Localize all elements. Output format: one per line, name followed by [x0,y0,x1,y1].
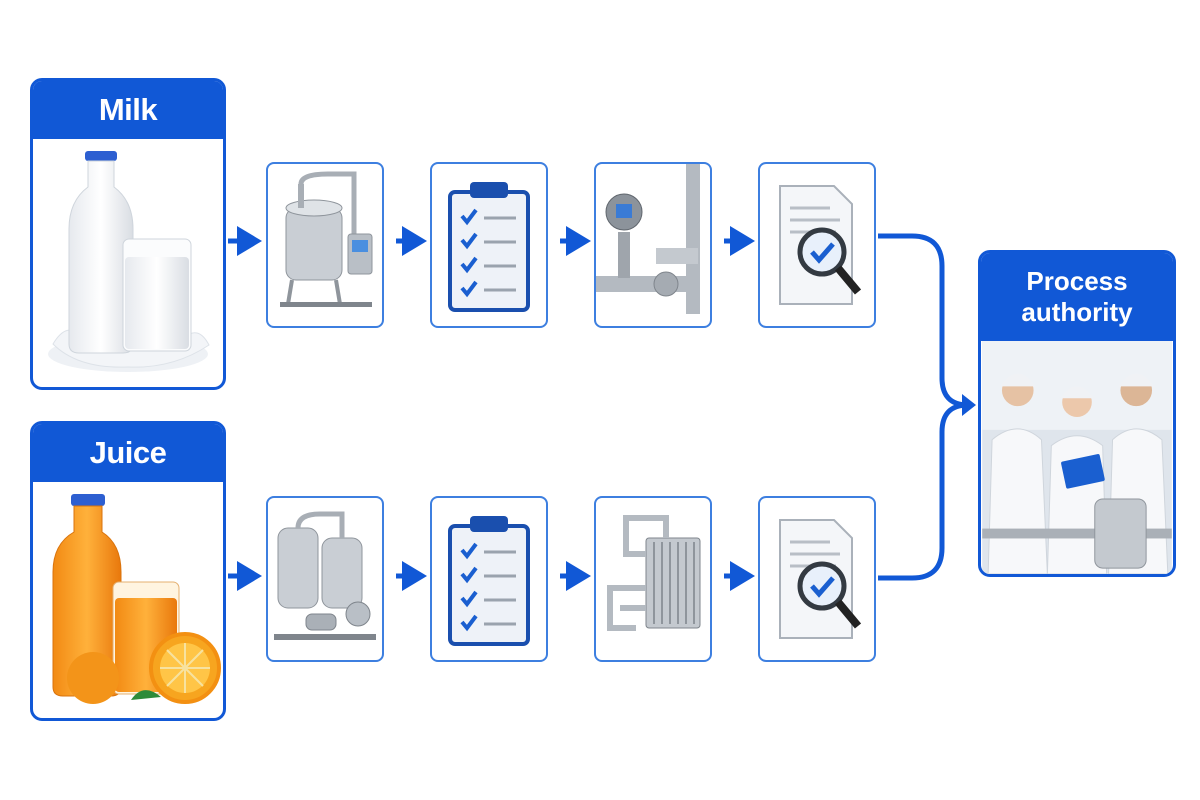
plate-heat-exchanger-icon [607,515,701,631]
inspectors-team-image [981,341,1173,574]
document-inspection-icon [779,185,862,305]
pipe-flow-meter-icon [596,164,700,314]
orange-juice-bottle-image [33,482,223,718]
milk-document-inspection-step [758,162,876,328]
juice-checklist-step [430,496,548,662]
checklist-icon [448,182,530,312]
juice-twin-tank-step [266,496,384,662]
juice-document-inspection-step [758,496,876,662]
juice-label: Juice [33,424,223,482]
process-authority-title-line2: authority [1021,297,1133,327]
document-inspection-icon [779,519,862,639]
milk-bottle-glass-image [33,139,223,387]
twin-tank-system-icon [274,511,376,640]
milk-to-authority-connector [878,233,969,408]
process-authority-title: Process authority [981,253,1173,341]
juice-source-card: Juice [30,421,226,721]
process-authority-title-line1: Process [1026,266,1128,296]
juice-heat-exchanger-step [594,496,712,662]
juice-to-authority-connector [878,402,969,581]
milk-label: Milk [33,81,223,139]
milk-checklist-step [430,162,548,328]
milk-source-card: Milk [30,78,226,390]
process-authority-card: Process authority [978,250,1176,577]
checklist-icon [448,516,530,646]
processing-tank-icon [280,171,373,307]
milk-processing-tank-step [266,162,384,328]
milk-flow-meter-step [594,162,712,328]
authority-arrowhead [962,394,976,416]
